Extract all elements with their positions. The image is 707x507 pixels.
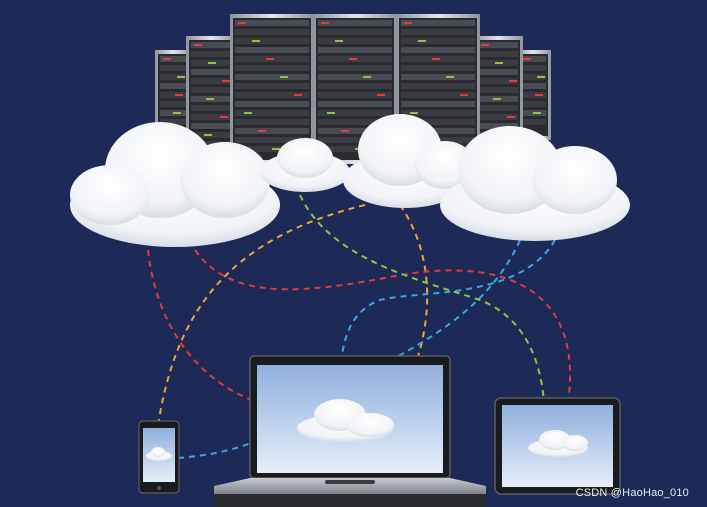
cloud-icon bbox=[70, 122, 280, 247]
server-rack-icon bbox=[155, 50, 191, 140]
cloud-icon bbox=[260, 138, 350, 192]
watermark: CSDN @HaoHao_010 bbox=[575, 487, 689, 499]
link-blue-3 bbox=[177, 439, 259, 459]
cloud-icon bbox=[528, 430, 588, 457]
cloud-layer bbox=[70, 114, 630, 247]
cloud-icon bbox=[343, 114, 475, 208]
server-rack-icon bbox=[313, 14, 397, 164]
laptop-icon bbox=[214, 355, 486, 507]
cloud-icon bbox=[440, 126, 630, 241]
cloud-icon bbox=[297, 399, 394, 442]
tablet-icon bbox=[494, 397, 621, 495]
smartphone-icon bbox=[138, 420, 180, 494]
link-orange-1 bbox=[157, 204, 366, 426]
link-red-2 bbox=[194, 249, 571, 421]
cloud-icon bbox=[146, 447, 172, 461]
server-rack-icon bbox=[186, 36, 236, 156]
link-orange-2 bbox=[384, 204, 429, 426]
link-green-1 bbox=[299, 194, 546, 426]
server-rack-icon bbox=[230, 14, 314, 164]
